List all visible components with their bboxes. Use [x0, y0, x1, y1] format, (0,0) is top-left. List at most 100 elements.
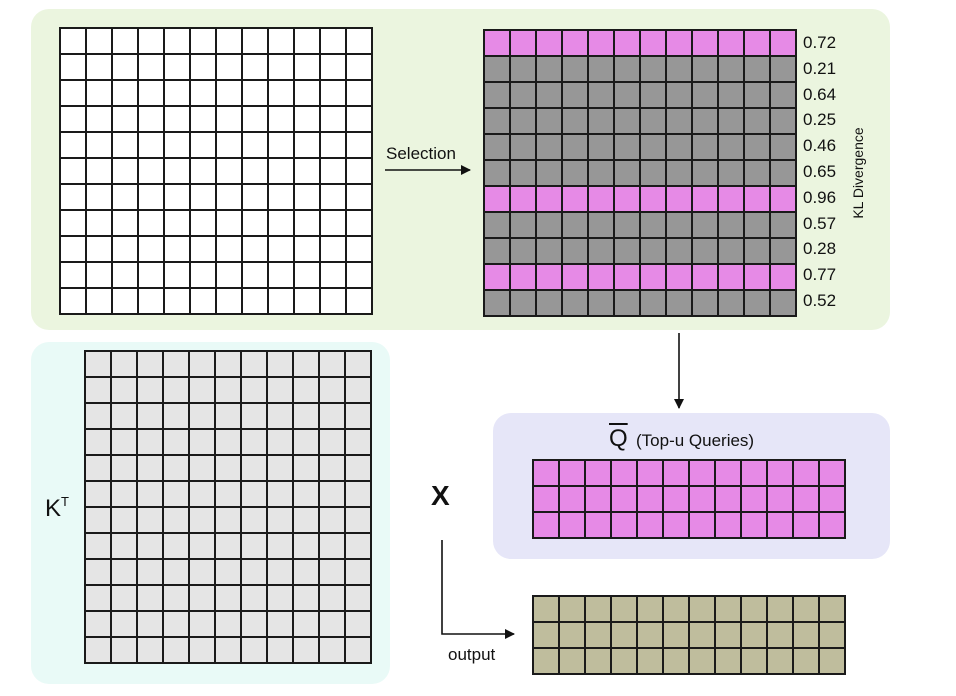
matrix-cell: [745, 213, 771, 239]
matrix-cell: [139, 29, 165, 55]
matrix-cell: [820, 597, 846, 623]
top-u-query-matrix: [532, 459, 846, 539]
matrix-cell: [139, 185, 165, 211]
matrix-cell: [321, 211, 347, 237]
matrix-cell: [347, 55, 373, 81]
matrix-cell: [164, 482, 190, 508]
matrix-cell: [347, 211, 373, 237]
matrix-cell: [190, 638, 216, 664]
matrix-cell: [511, 239, 537, 265]
matrix-cell: [112, 612, 138, 638]
matrix-cell: [638, 513, 664, 539]
kl-value: 0.65: [803, 162, 837, 181]
matrix-cell: [641, 161, 667, 187]
matrix-cell: [321, 185, 347, 211]
matrix-cell: [295, 211, 321, 237]
matrix-cell: [269, 237, 295, 263]
matrix-cell: [745, 265, 771, 291]
matrix-cell: [485, 135, 511, 161]
matrix-cell: [820, 513, 846, 539]
matrix-cell: [320, 508, 346, 534]
matrix-cell: [693, 135, 719, 161]
matrix-cell: [638, 597, 664, 623]
matrix-cell: [347, 107, 373, 133]
matrix-cell: [346, 508, 372, 534]
matrix-cell: [269, 81, 295, 107]
matrix-cell: [295, 289, 321, 315]
matrix-cell: [216, 352, 242, 378]
matrix-cell: [771, 187, 797, 213]
matrix-cell: [615, 239, 641, 265]
matrix-cell: [268, 430, 294, 456]
matrix-cell: [641, 83, 667, 109]
matrix-cell: [164, 430, 190, 456]
key-transpose-matrix: [84, 350, 372, 664]
matrix-cell: [716, 649, 742, 675]
matrix-cell: [164, 508, 190, 534]
matrix-cell: [563, 213, 589, 239]
matrix-cell: [485, 83, 511, 109]
matrix-cell: [719, 265, 745, 291]
matrix-cell: [87, 211, 113, 237]
matrix-cell: [243, 237, 269, 263]
matrix-cell: [563, 109, 589, 135]
matrix-cell: [216, 612, 242, 638]
matrix-cell: [165, 29, 191, 55]
matrix-cell: [771, 291, 797, 317]
matrix-cell: [485, 31, 511, 57]
matrix-cell: [217, 133, 243, 159]
kl-divergence-label: KL Divergence: [850, 127, 866, 219]
matrix-cell: [537, 83, 563, 109]
matrix-cell: [86, 560, 112, 586]
matrix-cell: [113, 211, 139, 237]
matrix-cell: [87, 133, 113, 159]
matrix-cell: [615, 187, 641, 213]
matrix-cell: [563, 135, 589, 161]
matrix-cell: [139, 107, 165, 133]
matrix-cell: [86, 352, 112, 378]
matrix-cell: [771, 239, 797, 265]
matrix-cell: [693, 109, 719, 135]
matrix-cell: [191, 107, 217, 133]
matrix-cell: [745, 83, 771, 109]
matrix-cell: [589, 187, 615, 213]
matrix-cell: [295, 185, 321, 211]
matrix-cell: [615, 109, 641, 135]
matrix-cell: [61, 159, 87, 185]
matrix-cell: [615, 135, 641, 161]
matrix-cell: [485, 57, 511, 83]
matrix-cell: [138, 430, 164, 456]
matrix-cell: [716, 513, 742, 539]
matrix-cell: [242, 430, 268, 456]
matrix-cell: [191, 237, 217, 263]
matrix-cell: [771, 57, 797, 83]
matrix-cell: [615, 83, 641, 109]
matrix-cell: [164, 456, 190, 482]
matrix-cell: [191, 159, 217, 185]
matrix-cell: [794, 597, 820, 623]
matrix-cell: [485, 187, 511, 213]
matrix-cell: [664, 487, 690, 513]
matrix-cell: [537, 265, 563, 291]
matrix-cell: [690, 597, 716, 623]
matrix-cell: [243, 133, 269, 159]
matrix-cell: [86, 430, 112, 456]
matrix-cell: [87, 81, 113, 107]
matrix-cell: [112, 534, 138, 560]
matrix-cell: [164, 352, 190, 378]
matrix-cell: [320, 560, 346, 586]
matrix-cell: [719, 187, 745, 213]
matrix-cell: [771, 83, 797, 109]
matrix-cell: [641, 135, 667, 161]
matrix-cell: [294, 456, 320, 482]
matrix-cell: [190, 586, 216, 612]
matrix-cell: [61, 289, 87, 315]
matrix-cell: [641, 57, 667, 83]
matrix-cell: [242, 456, 268, 482]
matrix-cell: [242, 508, 268, 534]
matrix-cell: [745, 109, 771, 135]
matrix-cell: [295, 133, 321, 159]
matrix-cell: [269, 263, 295, 289]
matrix-cell: [485, 213, 511, 239]
matrix-cell: [138, 456, 164, 482]
